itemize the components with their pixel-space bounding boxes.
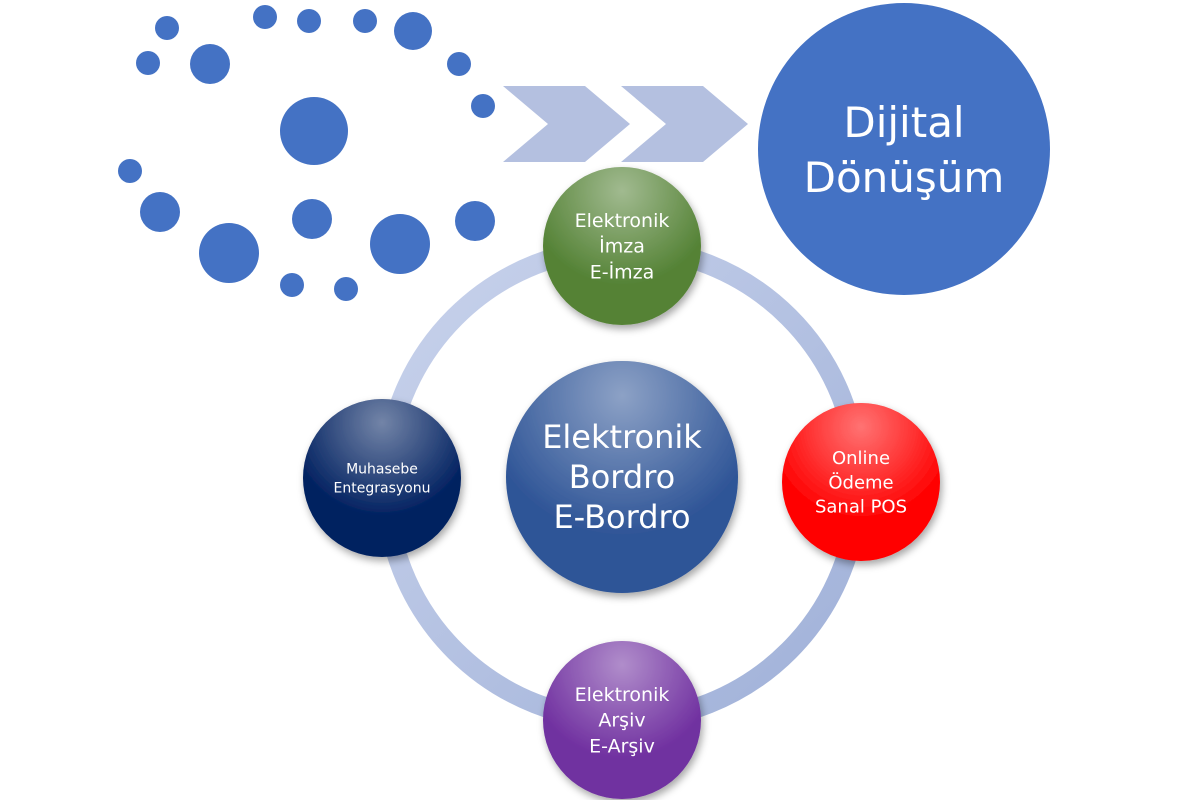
label-line: Muhasebe [346, 461, 418, 477]
label-line: Dijital [843, 98, 964, 147]
decorative-dot [455, 201, 495, 241]
label-line: Bordro [569, 458, 675, 496]
label-line: İmza [599, 235, 645, 258]
decorative-dot [292, 199, 332, 239]
label-line: E-Bordro [553, 498, 690, 536]
decorative-dot [370, 214, 430, 274]
chevron-arrow-icon [503, 86, 630, 162]
decorative-dot [136, 51, 160, 75]
label-line: Online [832, 448, 890, 469]
chevron-arrows [503, 86, 748, 162]
label-line: Entegrasyonu [334, 480, 431, 496]
decorative-dot [199, 223, 259, 283]
label-line: Elektronik [542, 418, 702, 456]
chevron-arrow-icon [621, 86, 748, 162]
label-line: E-Arşiv [589, 735, 655, 757]
decorative-dot [280, 273, 304, 297]
decorative-dot [394, 12, 432, 50]
decorative-dot [253, 5, 277, 29]
decorative-dot [353, 9, 377, 33]
dot-swirl [118, 5, 495, 301]
label-line: Elektronik [575, 684, 670, 706]
label-line: Ödeme [828, 471, 893, 493]
label-line: Dönüşüm [804, 153, 1005, 202]
decorative-dot [190, 44, 230, 84]
decorative-dot [334, 277, 358, 301]
decorative-dot [118, 159, 142, 183]
label-line: Arşiv [598, 710, 645, 732]
label-line: E-İmza [590, 260, 655, 283]
decorative-dot [297, 9, 321, 33]
decorative-dot [447, 52, 471, 76]
decorative-dot [280, 97, 348, 165]
decorative-dot [155, 16, 179, 40]
label-line: Elektronik [575, 210, 670, 232]
label-line: Sanal POS [815, 497, 907, 518]
decorative-dot [471, 94, 495, 118]
decorative-dot [140, 192, 180, 232]
